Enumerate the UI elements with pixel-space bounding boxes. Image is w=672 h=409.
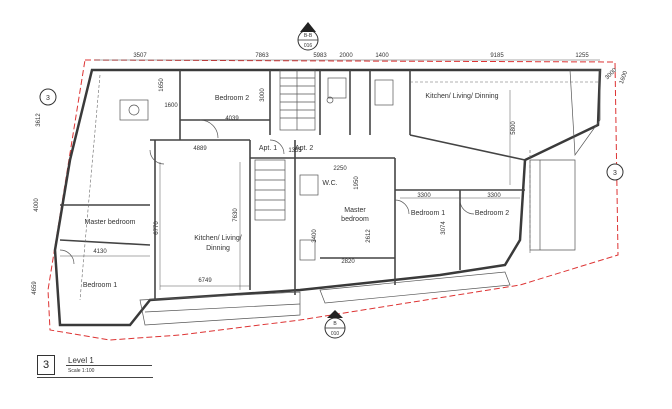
dim-6749: 6749 — [198, 278, 212, 284]
room-bedroom-1-right: Bedroom 1 — [411, 210, 445, 217]
dim-top-4: 2000 — [339, 53, 353, 59]
dim-1950: 1950 — [354, 176, 360, 190]
section-bottom-sheet: 010 — [331, 331, 340, 337]
section-right-ref: 3 — [613, 170, 617, 177]
legend-underline — [37, 377, 153, 378]
section-marker-left: 3 — [39, 88, 57, 106]
dim-1600-b: 1600 — [619, 70, 629, 85]
dim-3000-a: 3000 — [260, 88, 266, 102]
room-apt-1: Apt. 1 — [259, 145, 277, 152]
dimension-lines — [60, 59, 600, 290]
interior-walls — [59, 70, 526, 300]
door-swings — [59, 119, 475, 265]
dim-4000-left: 4000 — [34, 198, 40, 212]
dim-2820: 2820 — [341, 259, 355, 265]
outer-walls — [53, 68, 602, 327]
dim-3300-a: 3300 — [417, 193, 431, 199]
room-kitchen-top-right: Kitchen/ Living/ Dinning — [425, 93, 498, 100]
section-bottom-ref: B — [333, 321, 337, 327]
dim-2250: 2250 — [333, 166, 347, 172]
room-kitchen-center-line2: Dinning — [206, 245, 230, 252]
section-marker-right: 3 — [606, 163, 624, 181]
dim-6770: 6770 — [154, 221, 160, 235]
dim-5800: 5800 — [511, 121, 517, 135]
dim-4039: 4039 — [225, 116, 239, 122]
room-bedroom-2-left: Bedroom 2 — [215, 95, 249, 102]
dim-1600: 1600 — [164, 103, 178, 109]
room-master-bedroom-left: Master bedroom — [85, 219, 136, 226]
level-title: Level 1 — [68, 356, 94, 365]
fixtures — [119, 77, 394, 261]
room-kitchen-center-line1: Kitchen/ Living/ — [194, 235, 242, 242]
room-master-bedroom-center-line1: Master — [344, 207, 366, 214]
dim-top-6: 9185 — [490, 53, 504, 59]
dim-top-7: 1255 — [575, 53, 589, 59]
section-marker-bottom: B 010 — [324, 310, 346, 339]
dim-2612: 2612 — [366, 229, 372, 243]
room-master-bedroom-center-line2: bedroom — [341, 216, 369, 223]
dim-1355: 1355 — [288, 148, 302, 154]
dim-4659-left: 4659 — [32, 281, 38, 295]
dim-7630: 7630 — [233, 208, 239, 222]
dim-4889: 4889 — [193, 146, 207, 152]
dim-top-1: 3507 — [133, 53, 147, 59]
dim-3400: 3400 — [312, 229, 318, 243]
dim-top-5: 1400 — [375, 53, 389, 59]
scale-label: Scale 1:100 — [68, 368, 95, 374]
room-bedroom-2-right: Bedroom 2 — [475, 210, 509, 217]
room-apt-2: Apt. 2 — [295, 145, 313, 152]
dim-3074: 3074 — [441, 221, 447, 235]
section-top-sheet: 016 — [304, 43, 313, 49]
dim-top-3: 5983 — [313, 53, 327, 59]
dim-3000-b: 3000 — [604, 67, 618, 81]
room-bedroom-1-left: Bedroom 1 — [83, 282, 117, 289]
dim-top-2: 7863 — [255, 53, 269, 59]
level-number-box: 3 — [37, 355, 55, 375]
section-left-ref: 3 — [46, 95, 50, 102]
stairs — [254, 69, 316, 221]
dim-3300-b: 3300 — [487, 193, 501, 199]
hidden-lines — [79, 74, 600, 301]
balconies — [139, 69, 601, 326]
room-wc: W.C. — [322, 180, 337, 187]
dim-3612-left: 3612 — [36, 113, 42, 127]
dim-1650: 1650 — [159, 78, 165, 92]
site-boundary — [47, 59, 619, 341]
section-top-ref: B-B — [304, 33, 313, 39]
section-marker-top: B-B 016 — [297, 22, 319, 51]
legend-divider — [66, 365, 152, 366]
dim-4130: 4130 — [93, 249, 107, 255]
